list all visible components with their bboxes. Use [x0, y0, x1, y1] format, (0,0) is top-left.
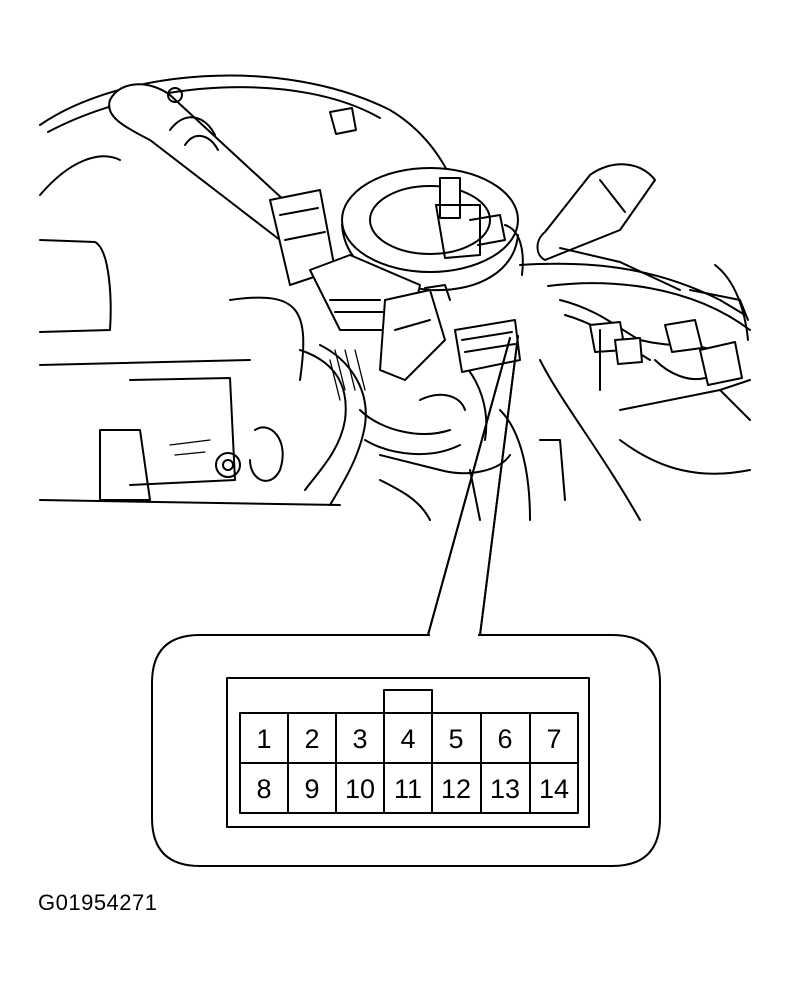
pin-10: 10 — [345, 774, 375, 804]
pin-2: 2 — [304, 724, 319, 754]
pin-8: 8 — [256, 774, 271, 804]
connector-face — [226, 677, 590, 828]
connector-callout-frame — [151, 634, 661, 867]
pin-5: 5 — [448, 724, 463, 754]
pin-13: 13 — [490, 774, 520, 804]
pin-6: 6 — [497, 724, 512, 754]
figure-code: G01954271 — [38, 890, 158, 915]
steering-column-illustration — [39, 74, 751, 636]
pin-14: 14 — [539, 774, 569, 804]
pin-12: 12 — [441, 774, 471, 804]
connector-pin-labels: 1 2 3 4 5 6 7 8 9 10 11 12 13 14 — [256, 724, 569, 804]
pin-1: 1 — [256, 724, 271, 754]
pin-3: 3 — [352, 724, 367, 754]
pin-9: 9 — [304, 774, 319, 804]
pin-7: 7 — [546, 724, 561, 754]
pin-11: 11 — [394, 774, 422, 804]
pin-4: 4 — [400, 724, 415, 754]
